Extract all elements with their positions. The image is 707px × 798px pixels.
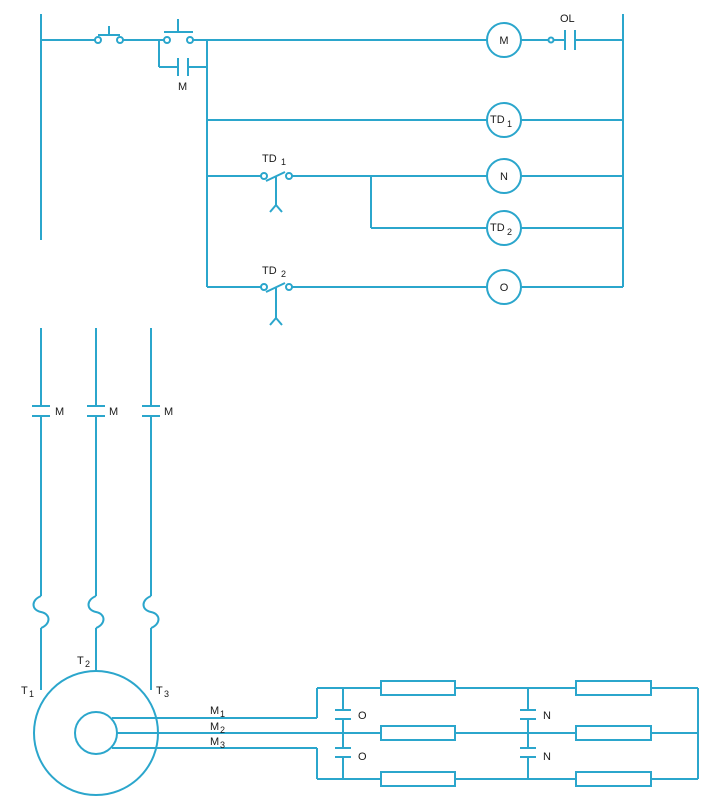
resistor-bot-1 — [380, 771, 456, 787]
svg-text:1: 1 — [220, 709, 225, 719]
n-contact-label-2: N — [543, 751, 551, 763]
m1-label: M — [210, 705, 219, 717]
svg-text:2: 2 — [85, 659, 90, 669]
td1-coil: TD 1 — [486, 102, 522, 138]
svg-text:2: 2 — [507, 227, 512, 237]
resistor-top-2 — [575, 680, 652, 696]
svg-text:TD: TD — [490, 114, 505, 126]
n-coil: N — [486, 158, 522, 194]
svg-text:1: 1 — [281, 157, 286, 167]
td2-coil: TD 2 — [486, 210, 522, 246]
start-pushbutton — [163, 19, 194, 44]
m-power-contact-label-2: M — [109, 406, 118, 418]
overload-contact — [547, 30, 576, 50]
m-coil: M — [486, 22, 522, 58]
svg-text:3: 3 — [164, 689, 169, 699]
svg-text:O: O — [500, 282, 509, 294]
t2-label: T — [77, 655, 84, 667]
td1-contact-label: TD — [262, 153, 277, 165]
svg-text:1: 1 — [507, 119, 512, 129]
power-circuit: M M M T 1 T 2 T 3 — [21, 328, 699, 796]
m-power-contact-label-3: M — [164, 406, 173, 418]
svg-text:M: M — [499, 35, 508, 47]
resistor-bank: O O N N — [316, 680, 699, 787]
td2-contact-label: TD — [262, 265, 277, 277]
svg-text:N: N — [500, 171, 508, 183]
control-circuit: M M OL TD 1 — [40, 13, 624, 326]
svg-text:1: 1 — [29, 689, 34, 699]
power-line-3 — [142, 328, 160, 690]
o-contacts — [335, 688, 351, 779]
power-line-1 — [32, 328, 50, 690]
svg-text:TD: TD — [490, 222, 505, 234]
o-contact-label-1: O — [358, 710, 367, 722]
ol-label: OL — [560, 13, 575, 25]
m2-label: M — [210, 721, 219, 733]
o-coil: O — [486, 269, 522, 305]
resistor-bot-2 — [575, 771, 652, 787]
resistor-mid-1 — [380, 725, 456, 741]
n-contact-label-1: N — [543, 710, 551, 722]
td1-timed-contact — [260, 171, 293, 213]
m-seal-contact — [177, 58, 189, 76]
t3-label: T — [156, 685, 163, 697]
td2-timed-contact — [260, 282, 293, 326]
n-contacts — [520, 688, 536, 779]
resistor-mid-2 — [575, 725, 652, 741]
svg-text:2: 2 — [220, 725, 225, 735]
m3-label: M — [210, 736, 219, 748]
m-power-contact-label-1: M — [55, 406, 64, 418]
svg-text:2: 2 — [281, 269, 286, 279]
power-line-2 — [87, 328, 105, 672]
t1-label: T — [21, 685, 28, 697]
o-contact-label-2: O — [358, 751, 367, 763]
m-contact-label: M — [178, 81, 187, 93]
svg-text:3: 3 — [220, 740, 225, 750]
resistor-top-1 — [380, 680, 456, 696]
stop-pushbutton — [94, 26, 124, 44]
